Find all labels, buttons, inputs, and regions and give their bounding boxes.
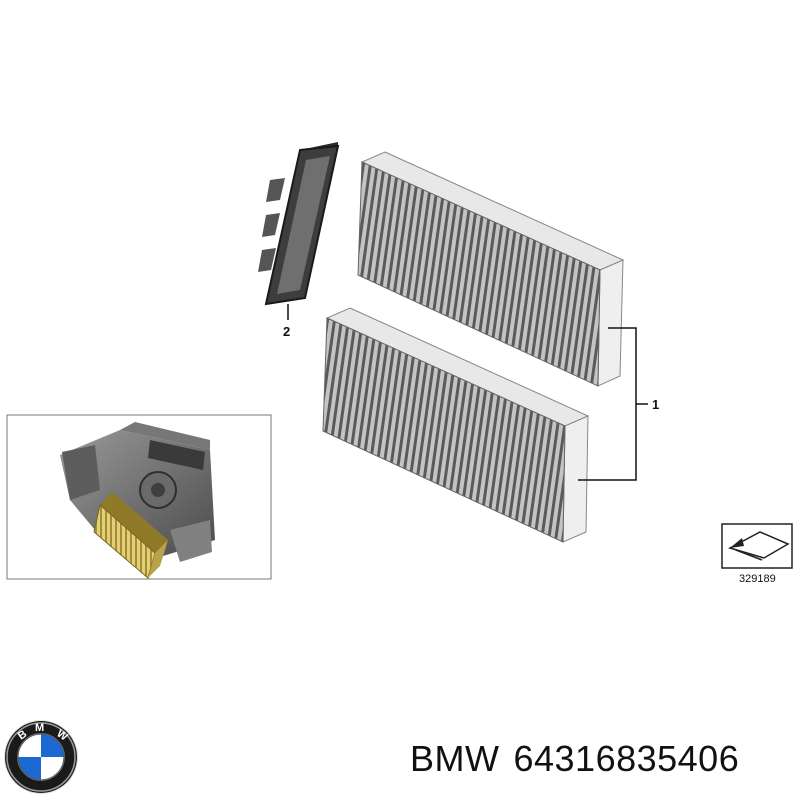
cabin-filter-lower	[322, 307, 590, 543]
svg-text:M: M	[35, 722, 44, 734]
cabin-filter-upper	[357, 151, 625, 387]
callout-2: 2	[283, 324, 290, 339]
installation-inset	[6, 414, 272, 580]
caption-brand: BMW	[410, 738, 500, 779]
filter-cover-part-2: 2	[258, 142, 340, 339]
callout-1-bracket	[578, 327, 648, 481]
bmw-logo: B M W	[4, 720, 78, 794]
reference-symbol: 329189	[721, 523, 793, 585]
callout-1: 1	[652, 397, 659, 412]
caption-part-number: 64316835406	[513, 738, 740, 779]
reference-number: 329189	[739, 573, 776, 585]
part-caption: BMW 64316835406	[410, 738, 739, 780]
